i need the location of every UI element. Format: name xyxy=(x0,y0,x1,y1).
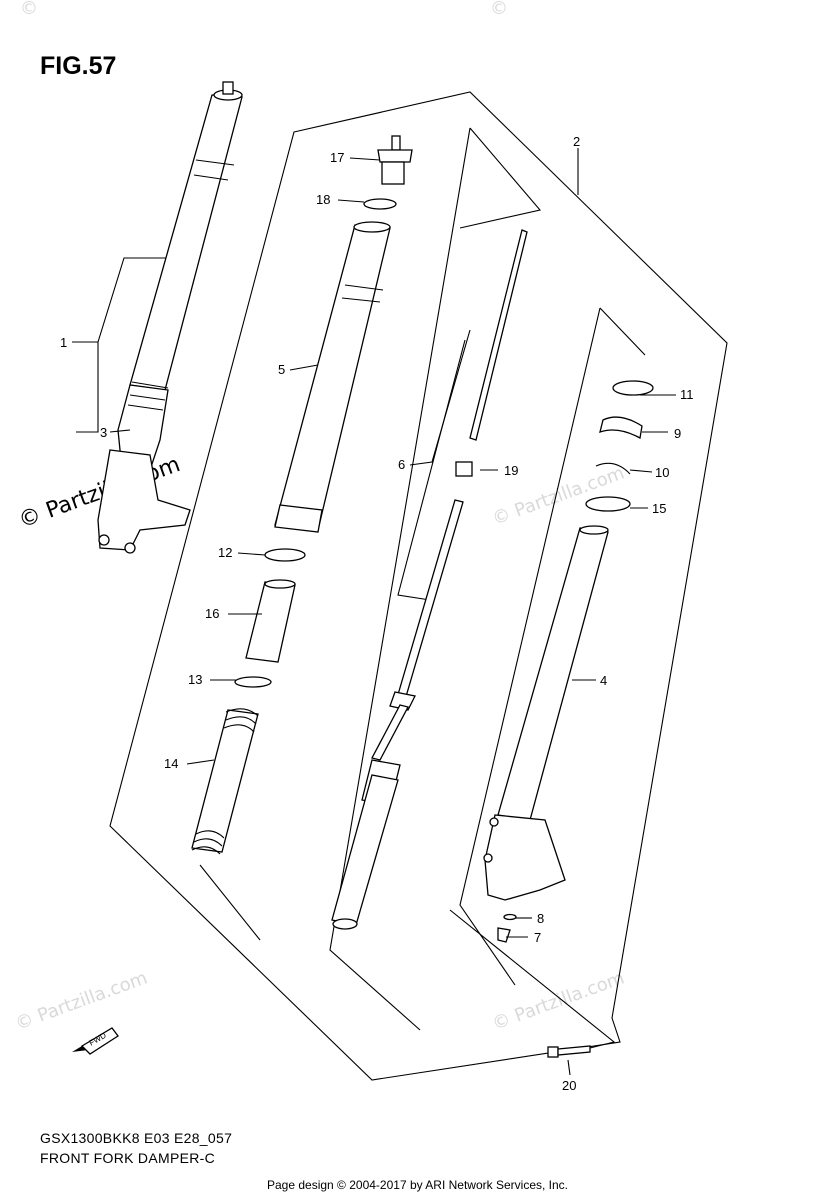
watermark-text: © xyxy=(490,0,508,19)
part-8-gasket xyxy=(503,913,517,921)
part-13-ring xyxy=(234,676,272,688)
part-18-o-ring xyxy=(363,198,397,210)
part-label-4: 4 xyxy=(600,673,607,688)
part-6-damper-rod xyxy=(331,229,528,930)
part-label-6: 6 xyxy=(398,457,405,472)
fork-assembly-left xyxy=(97,81,243,554)
page-credit: Page design © 2004-2017 by ARI Network S… xyxy=(267,1178,569,1192)
part-16-spacer xyxy=(245,579,296,663)
part-17-cap-bolt xyxy=(377,135,413,185)
part-label-3: 3 xyxy=(100,425,107,440)
part-11-dust-seal xyxy=(612,380,654,396)
part-label-5: 5 xyxy=(278,362,285,377)
part-label-19: 19 xyxy=(504,463,518,478)
part-15-bushing xyxy=(585,496,631,512)
part-label-18: 18 xyxy=(316,192,330,207)
part-label-8: 8 xyxy=(537,911,544,926)
group-bracket xyxy=(459,307,646,986)
part-14-spring xyxy=(191,708,259,855)
part-label-16: 16 xyxy=(205,606,219,621)
part-7-drain-bolt xyxy=(497,927,511,943)
watermark-text: © Partzilla.com xyxy=(13,967,151,1034)
part-20-bolt xyxy=(547,1045,591,1058)
part-label-14: 14 xyxy=(164,756,178,771)
part-label-12: 12 xyxy=(218,545,232,560)
assembly-outline xyxy=(109,91,728,1081)
part-10-retaining-clip xyxy=(595,462,631,475)
part-label-13: 13 xyxy=(188,672,202,687)
diagram-name: FRONT FORK DAMPER-C xyxy=(40,1150,215,1166)
part-5-outer-tube xyxy=(274,221,391,533)
model-code: GSX1300BKK8 E03 E28_057 xyxy=(40,1130,233,1146)
leader-lines xyxy=(72,148,676,1076)
part-label-7: 7 xyxy=(534,930,541,945)
part-number-labels: 1 2 3 4 5 6 7 8 9 10 11 12 13 14 15 16 1… xyxy=(60,134,694,1093)
part-19-nut xyxy=(455,461,473,477)
part-9-oil-seal xyxy=(599,416,643,440)
part-4-inner-tube xyxy=(483,525,609,901)
part-label-20: 20 xyxy=(562,1078,576,1093)
part-12-ring xyxy=(264,548,306,562)
part-label-1: 1 xyxy=(60,335,67,350)
part-label-11: 11 xyxy=(680,387,694,402)
part-label-17: 17 xyxy=(330,150,344,165)
group-bracket xyxy=(329,127,542,1031)
part-label-9: 9 xyxy=(674,426,681,441)
part-label-2: 2 xyxy=(573,134,580,149)
figure-title: FIG.57 xyxy=(40,52,117,80)
fwd-arrow-icon: FWD xyxy=(72,1027,119,1055)
part-label-10: 10 xyxy=(655,465,669,480)
watermark-text: © xyxy=(20,0,38,19)
part-label-15: 15 xyxy=(652,501,666,516)
